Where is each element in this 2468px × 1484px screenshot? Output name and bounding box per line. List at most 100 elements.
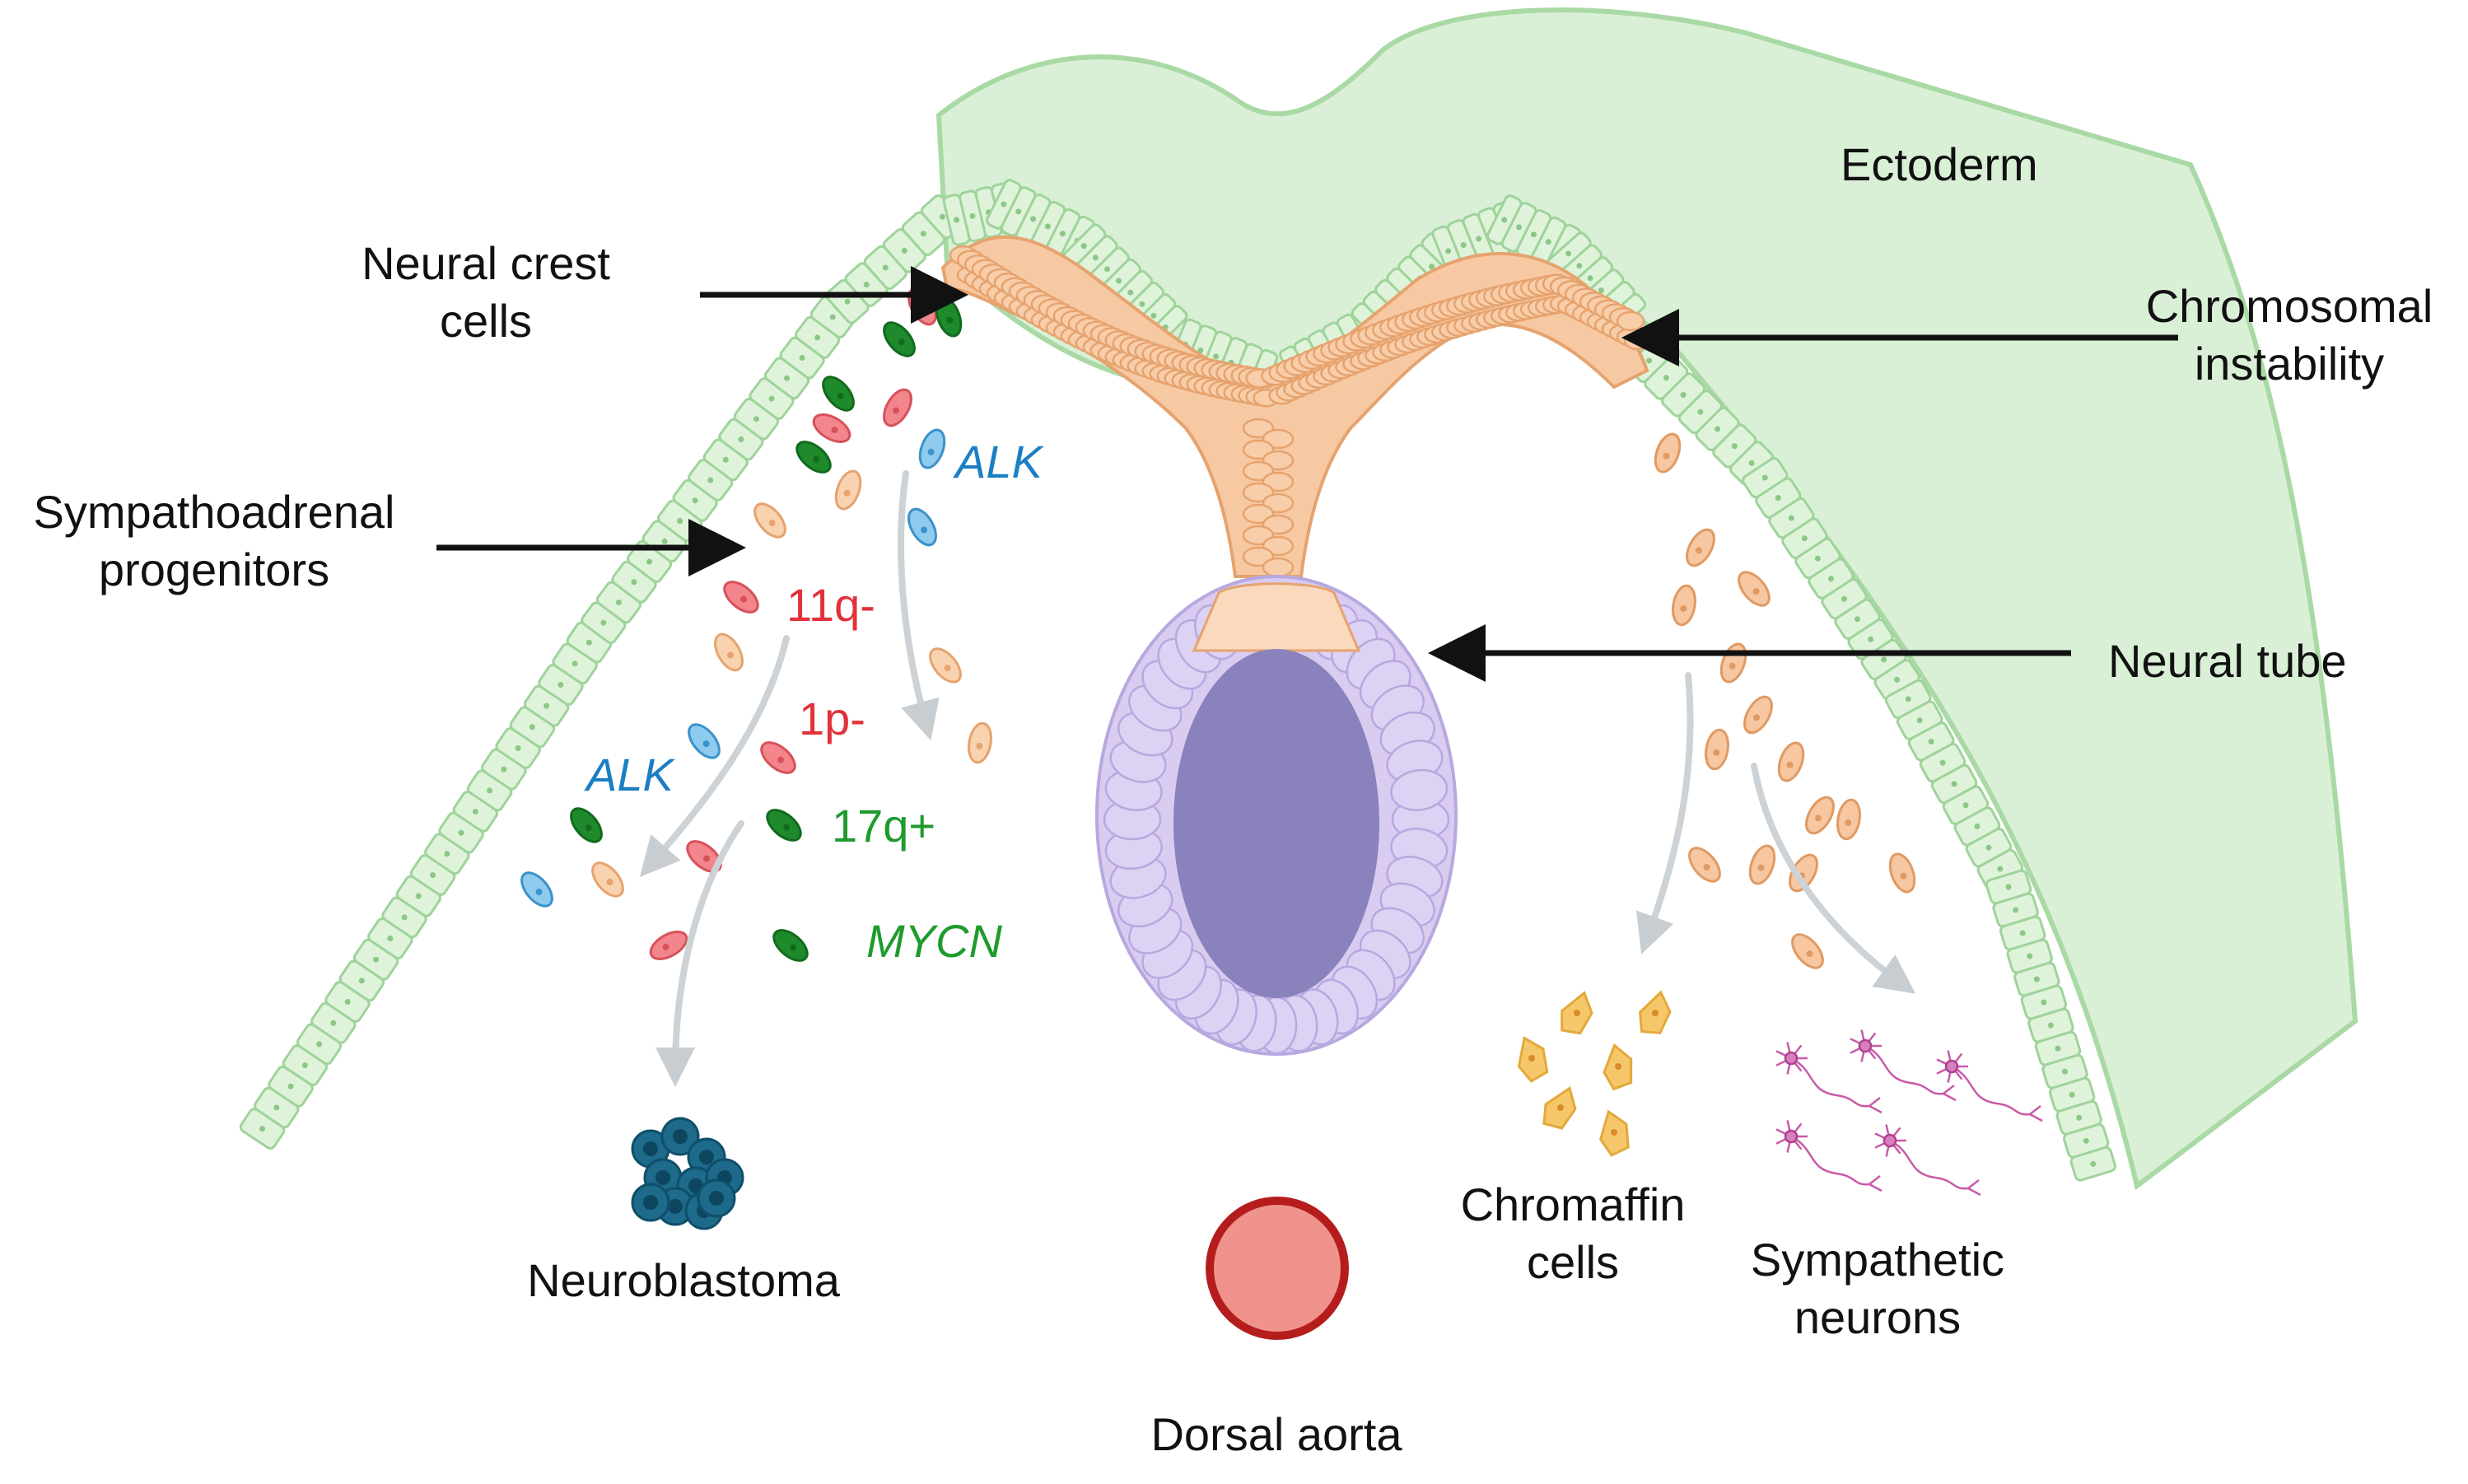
sympathetic-neuron xyxy=(1936,1050,2043,1122)
migrating-cell-green xyxy=(883,321,916,357)
epithelial-cell xyxy=(986,179,1022,230)
neural-crest-label-line2: cells xyxy=(439,295,533,347)
sympathetic-neurons-label: Sympathetic neurons xyxy=(1713,1231,2042,1346)
sympathoadrenal-label-line2: progenitors xyxy=(98,544,330,595)
chromaffin-nucleus xyxy=(1528,1055,1535,1062)
pointer-arrows xyxy=(436,266,2178,682)
deletion-1p-label: 1p- xyxy=(799,693,865,744)
deletion-11q-label: 11q- xyxy=(786,579,875,631)
migrating-cell-tan xyxy=(1805,796,1835,835)
neural-tube-label: Neural tube xyxy=(2108,635,2347,687)
chromaffin-nucleus xyxy=(1615,1063,1621,1070)
migrating-cell-red xyxy=(812,413,851,443)
migrating-cell-tan xyxy=(1888,852,1916,894)
migrating-cell-blue xyxy=(688,723,721,759)
sympathoadrenal-label: Sympathoadrenal progenitors xyxy=(8,483,420,599)
migrating-cell-peach xyxy=(753,502,786,539)
neuroblastoma-nucleus xyxy=(673,1129,688,1144)
migrating-cell-green xyxy=(570,807,603,843)
ectoderm-label: Ectoderm xyxy=(1841,138,2038,190)
migrating-cell-tan xyxy=(1836,798,1861,841)
chromaffin-nucleus xyxy=(1574,1010,1580,1016)
arrow-to-chromaffin xyxy=(1636,672,1694,954)
migrating-cell-blue xyxy=(520,871,553,908)
migrating-cell-tan xyxy=(1705,728,1729,771)
migrating-cell-tan xyxy=(1791,933,1824,969)
sympathetic-label-line1: Sympathetic xyxy=(1750,1234,2005,1286)
chromaffin-label-line2: cells xyxy=(1526,1236,1620,1288)
chromaffin-nucleus xyxy=(1652,1010,1659,1016)
migrating-cell-tan xyxy=(1777,741,1805,782)
migrating-cell-tan xyxy=(1743,695,1773,735)
mycn-label: MYCN xyxy=(866,915,1002,967)
migrating-cell-red xyxy=(883,388,912,427)
arrow-to-neuroblastoma xyxy=(655,820,744,1087)
neural-tube-lumen xyxy=(1173,649,1379,998)
epithelium-right-arm xyxy=(1626,338,2117,1182)
migrating-cell-red xyxy=(760,741,796,774)
migrating-cell-blue xyxy=(918,428,946,469)
migrating-cell-green xyxy=(935,296,963,338)
neuroblastoma-nucleus xyxy=(655,1170,670,1185)
migrating-cell-peach xyxy=(714,632,744,672)
chromosomal-label-line2: instability xyxy=(2194,338,2385,390)
migrating-cell-peach xyxy=(834,469,862,511)
neuroblastoma-nucleus xyxy=(709,1191,724,1206)
chromaffin-cells-label: Chromaffin cells xyxy=(1408,1176,1738,1291)
neural-tube-cells xyxy=(1103,584,1450,1055)
neural-crest-label: Neural crest cells xyxy=(313,235,659,350)
sympathetic-neuron xyxy=(1850,1029,1957,1102)
arrow-to-alk-path xyxy=(898,470,940,741)
migrating-cell-tan xyxy=(1654,432,1682,474)
migrating-cell-tan xyxy=(1672,584,1696,627)
migrating-cell-green xyxy=(822,376,855,412)
migrating-cell-red xyxy=(723,581,759,614)
epithelial-cell xyxy=(1661,372,1706,418)
migrating-cell-peach xyxy=(968,721,992,764)
migrating-cell-peach xyxy=(929,647,962,684)
neural-tube xyxy=(1095,575,1458,1056)
epithelial-cell xyxy=(424,833,470,875)
neuroblastoma-nucleus xyxy=(699,1150,714,1164)
differentiation-arrows xyxy=(639,470,1916,1087)
migrating-cell-green xyxy=(795,441,832,474)
epithelial-cell xyxy=(2069,1146,2117,1182)
chromaffin-cells-group xyxy=(1517,990,1672,1157)
arrow-11q-path xyxy=(639,635,790,878)
alk-label-lower: ALK xyxy=(586,749,674,800)
arrow-to-neurons xyxy=(1751,763,1916,994)
neuroblastoma-nucleus xyxy=(668,1199,683,1214)
migrating-cell-tan xyxy=(1688,847,1721,883)
migrating-cell-tan xyxy=(1738,571,1771,607)
sympathetic-neuron xyxy=(1775,1120,1882,1192)
migrating-cell-green xyxy=(772,929,809,962)
sympathoadrenal-label-line1: Sympathoadrenal xyxy=(33,486,395,538)
chromaffin-label-line1: Chromaffin xyxy=(1460,1178,1686,1230)
sympathetic-label-line2: neurons xyxy=(1794,1291,1962,1343)
neuroblastoma-cluster xyxy=(631,1117,744,1230)
migrating-cell-blue xyxy=(907,507,937,547)
migrating-cell-green xyxy=(766,809,802,842)
migrating-cell-tan xyxy=(1719,642,1747,684)
sympathetic-neuron xyxy=(1874,1124,1981,1197)
chromaffin-nucleus xyxy=(1611,1129,1617,1136)
alk-label-upper: ALK xyxy=(955,436,1043,488)
crest-cell xyxy=(1616,310,1645,332)
neural-crest-label-line1: Neural crest xyxy=(362,237,610,289)
dorsal-aorta-label: Dorsal aorta xyxy=(1150,1408,1402,1460)
migrating-cell-red xyxy=(649,931,688,960)
neuroblastoma-label: Neuroblastoma xyxy=(527,1254,840,1306)
epithelium-left-arm xyxy=(239,194,964,1150)
crest-cell xyxy=(1262,557,1295,578)
migrating-cell-tan xyxy=(1686,528,1715,567)
dorsal-aorta xyxy=(1206,1197,1349,1340)
migrating-cell-peach xyxy=(591,861,624,898)
neural-crest-cells-texture xyxy=(949,245,1651,578)
neuroblastoma-nucleus xyxy=(643,1141,658,1156)
gain-17q-label: 17q+ xyxy=(832,800,936,852)
chromaffin-nucleus xyxy=(1557,1104,1564,1111)
migrating-cell-red xyxy=(686,840,722,873)
tube-cell xyxy=(1390,768,1449,811)
